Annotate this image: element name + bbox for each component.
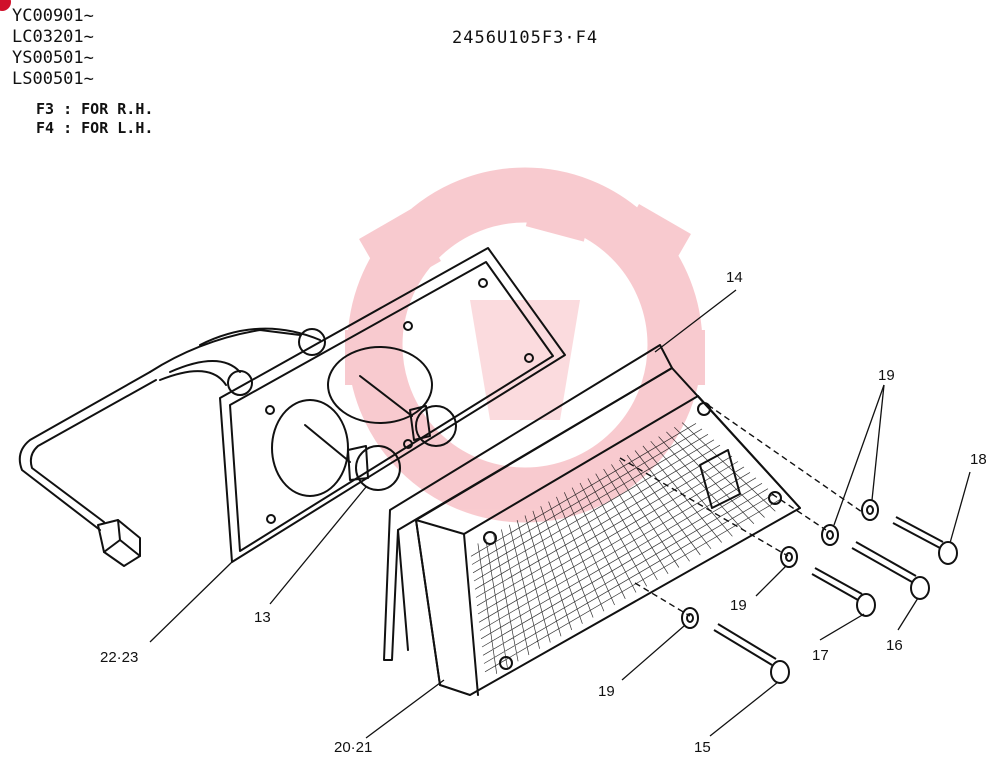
callout-14: 14: [726, 269, 743, 286]
screw-16: [851, 541, 930, 600]
washer-top: [861, 499, 879, 521]
screw-18: [892, 516, 958, 565]
callout-13: 13: [254, 609, 271, 626]
serial-number: YC00901~: [12, 6, 94, 26]
callout-19-mid: 19: [730, 597, 747, 614]
callout-15: 15: [694, 739, 711, 756]
callout-18: 18: [970, 451, 987, 468]
screw-17: [811, 567, 876, 617]
lens-grid: [470, 422, 781, 674]
washer-low: [681, 607, 699, 629]
serial-number: YS00501~: [12, 48, 94, 68]
corner-badge-icon: [0, 0, 11, 11]
drawing-code: 2456U105F3·F4: [452, 28, 599, 48]
washer-mid-upper: [821, 524, 839, 546]
callout-leaders: [149, 289, 971, 739]
fasteners: [619, 404, 958, 684]
side-notes: F3 : FOR R.H. F4 : FOR L.H.: [36, 100, 153, 138]
screw-15: [713, 623, 790, 684]
bulb-lower: [304, 424, 401, 491]
note-lh: F4 : FOR L.H.: [36, 119, 154, 137]
callout-16: 16: [886, 637, 903, 654]
wire-harness: [18, 327, 326, 531]
connector: [97, 519, 141, 567]
callout-17: 17: [812, 647, 829, 664]
serial-number: LS00501~: [12, 69, 94, 89]
watermark-gear-icon: [345, 167, 705, 523]
callout-19-low: 19: [598, 683, 615, 700]
washer-mid: [780, 546, 798, 568]
serial-number: LC03201~: [12, 27, 94, 47]
callout-22-23: 22·23: [100, 649, 138, 666]
lens-frame: [383, 344, 673, 661]
lamp-housing: [415, 367, 801, 696]
serial-number-list: YC00901~ LC03201~ YS00501~ LS00501~: [12, 6, 94, 90]
callout-20-21: 20·21: [334, 739, 372, 756]
note-rh: F3 : FOR R.H.: [36, 100, 154, 118]
bulb-upper: [359, 375, 457, 447]
socket-base-plate: [219, 247, 566, 563]
callout-19-top: 19: [878, 367, 895, 384]
